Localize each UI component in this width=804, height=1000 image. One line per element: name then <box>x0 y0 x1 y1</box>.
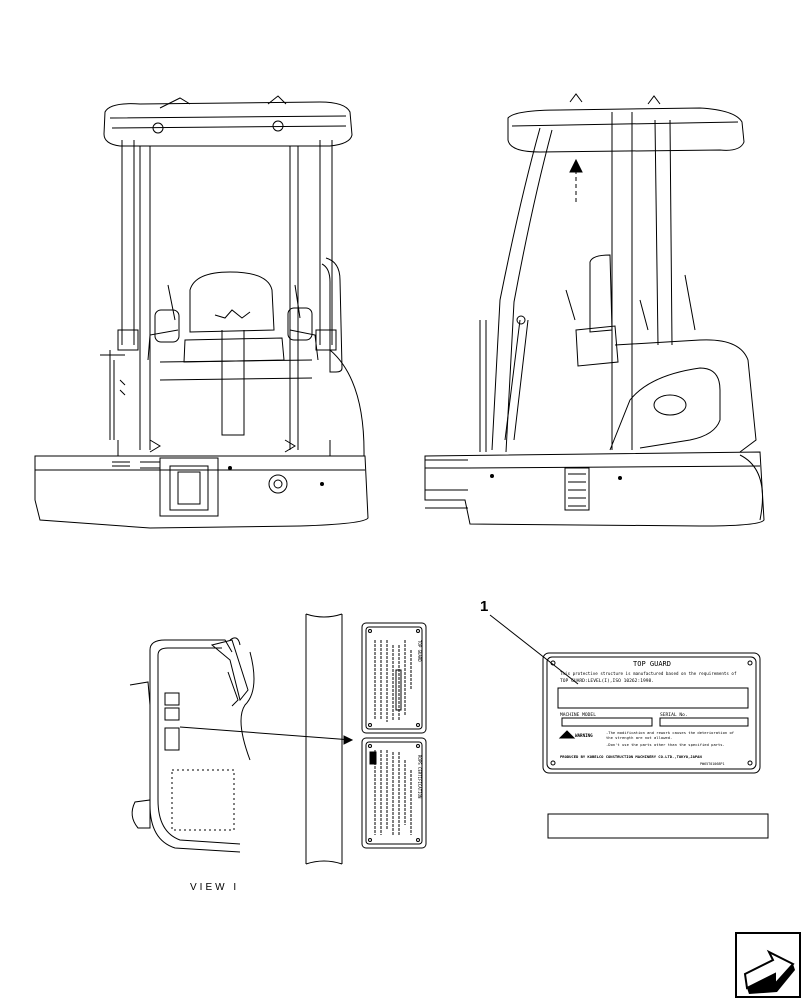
front-view-drawing <box>34 95 369 529</box>
producer-line: PRODUCED BY KOBELCO CONSTRUCTION MACHINE… <box>560 754 702 759</box>
blank-plate <box>547 813 769 839</box>
side-view-drawing <box>424 93 765 527</box>
warning-line2: the strength are not allowed. <box>606 735 672 740</box>
next-page-button[interactable] <box>735 932 801 998</box>
view-label: VIEW I <box>190 882 240 893</box>
warning-label: WARNING <box>575 733 593 738</box>
callout-number: 1 <box>480 598 489 615</box>
next-page-arrow-icon <box>743 949 795 994</box>
top-guard-plate <box>542 652 761 774</box>
warning-line1: -The modification and rework causes the … <box>606 730 734 735</box>
machine-model-label: MACHINE MODEL <box>560 712 596 718</box>
small-label-lower-title: ROPS CERTIFICATION <box>417 755 422 799</box>
part-code: PW65T01068P1 <box>700 762 725 766</box>
callout-leader <box>489 614 579 685</box>
small-label-lower <box>361 737 427 849</box>
plate-line2: TOP GUARD:LEVEL(I),ISO 10262:1998. <box>560 678 654 684</box>
small-label-upper <box>361 622 427 734</box>
view-i-drawing <box>129 613 354 865</box>
plate-title: TOP GUARD <box>633 660 671 668</box>
warning-line3: -Don't use the parts other than the spec… <box>606 742 725 747</box>
serial-no-label: SERIAL No. <box>660 712 688 718</box>
small-label-upper-title: TOP GUARD <box>417 640 422 662</box>
plate-line1: This protective structure is manufacture… <box>560 671 737 676</box>
